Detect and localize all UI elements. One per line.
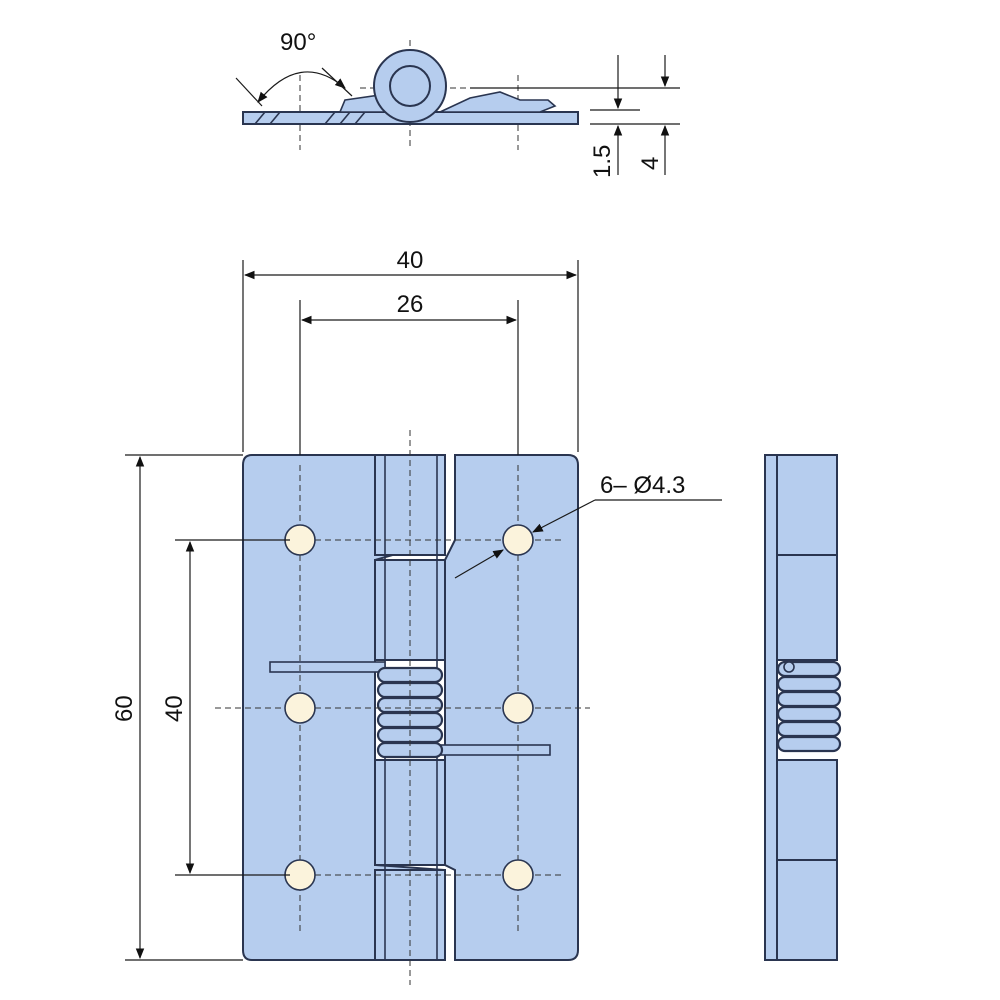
side-knuckle-upper — [776, 554, 838, 661]
side-knuckle-bottom — [776, 859, 838, 961]
side-spring-coil — [776, 660, 842, 753]
top-hatch — [269, 111, 281, 125]
spring-arm-left — [269, 661, 386, 673]
mounting-hole — [502, 692, 534, 724]
angle-extension-left — [235, 77, 263, 107]
top-hatch — [254, 111, 266, 125]
top-knuckle-pin — [389, 65, 431, 107]
callout-leader-lower — [454, 549, 504, 579]
side-view — [764, 454, 842, 961]
top-hatch — [324, 111, 336, 125]
side-leaf-plate — [764, 454, 778, 961]
angle-extension-right — [321, 67, 353, 97]
mounting-hole — [502, 524, 534, 556]
angle-label: 90° — [280, 29, 316, 56]
overall-width-label: 40 — [397, 247, 424, 274]
side-knuckle-top — [776, 454, 838, 556]
left-leaf — [242, 454, 446, 961]
top-view: 90° 1.5 4 — [235, 29, 680, 178]
side-spring-end — [783, 661, 795, 673]
mounting-hole — [284, 692, 316, 724]
angle-arc — [257, 71, 346, 103]
thickness-label: 1.5 — [589, 145, 616, 178]
knuckle-height-label: 4 — [637, 157, 664, 170]
callout-leader-upper — [532, 499, 596, 533]
spring-arm-right — [439, 744, 551, 756]
mounting-hole — [502, 859, 534, 891]
holes-callout-label: 6– Ø4.3 — [600, 472, 685, 499]
front-view: 40 26 60 40 6– Ø4.3 — [111, 247, 722, 985]
top-hatch — [354, 111, 366, 125]
overall-height-label: 60 — [111, 695, 138, 722]
hole-spacing-vertical-label: 40 — [161, 695, 188, 722]
side-knuckle-lower — [776, 759, 838, 861]
top-spring-arm — [439, 91, 557, 113]
top-hatch — [339, 111, 351, 125]
hole-spacing-horizontal-label: 26 — [397, 291, 424, 318]
